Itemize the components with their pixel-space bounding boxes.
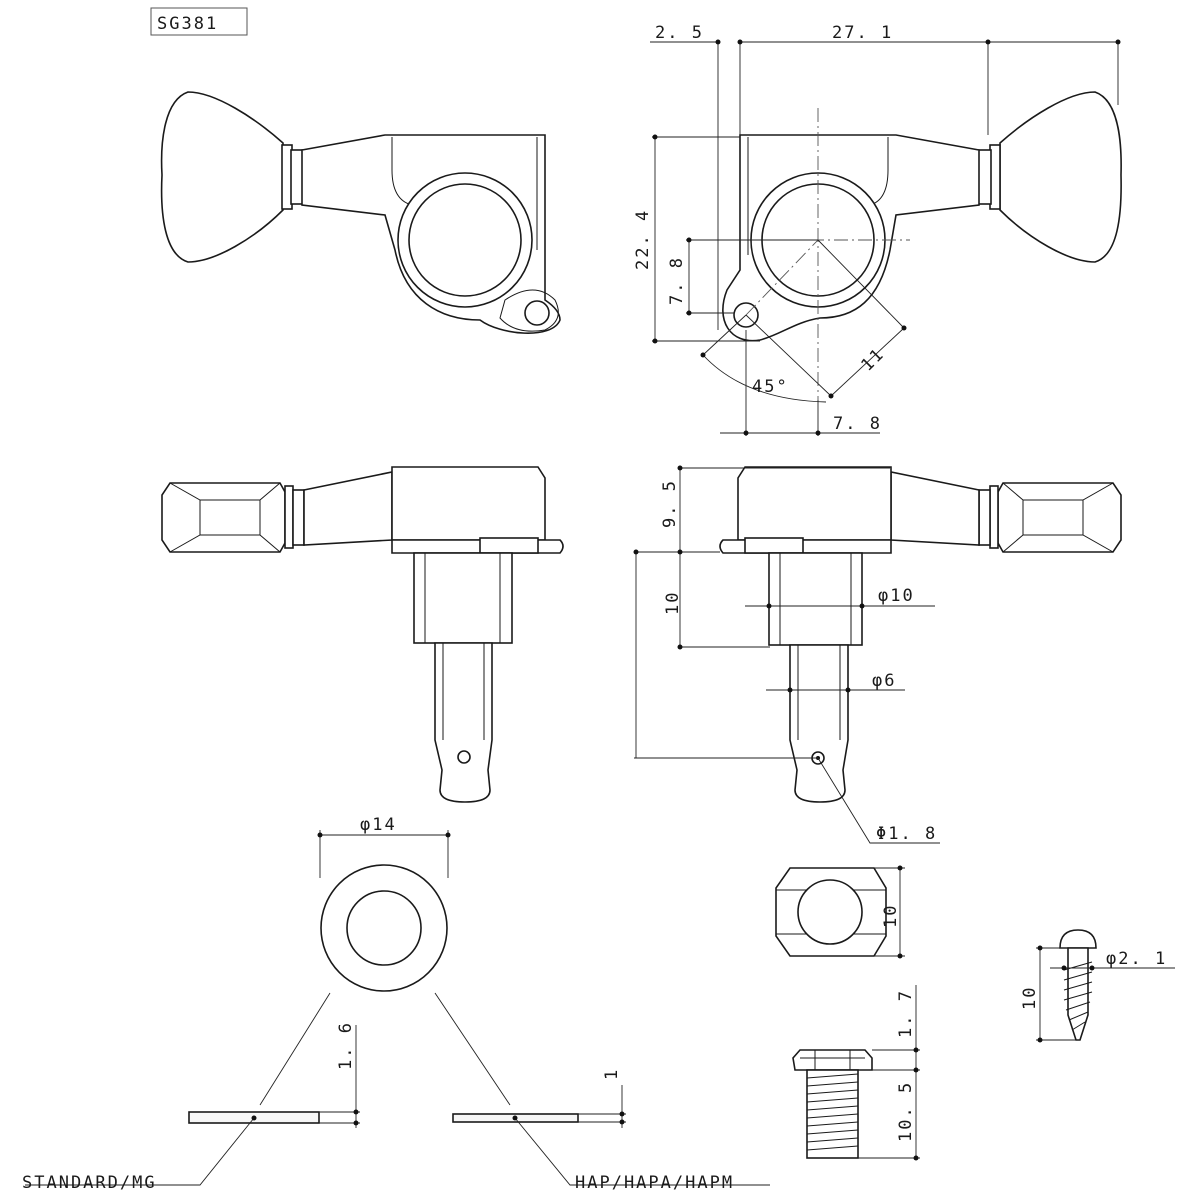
post-left [434, 642, 493, 803]
washer-standard-side: 1. 6 STANDARD/MG [22, 1021, 360, 1193]
dim-screw-length: 10 [1020, 986, 1040, 1010]
tuner-button-front-left [161, 482, 286, 553]
model-label: SG381 [157, 14, 218, 34]
dim-nut-size: 10 [881, 904, 901, 928]
nut-hole [797, 879, 863, 945]
dim-shaft-diameter: φ10 [878, 586, 915, 606]
dim-nut-top-height: 1. 7 [896, 989, 916, 1038]
tuner-front-view-left [161, 466, 564, 803]
dim-washer-diameter: φ14 [360, 815, 397, 835]
screw-body [1067, 947, 1089, 1041]
bushing-thread [806, 1069, 859, 1159]
tuner-side-view-left [160, 91, 561, 334]
dim-shaft-length: 10 [663, 591, 683, 615]
dim-height-body: 22. 4 [633, 209, 653, 270]
tuner-button-right [999, 91, 1122, 263]
hex-nut-top-view: 10 [775, 865, 905, 959]
label-washer-standard: STANDARD/MG [22, 1173, 157, 1193]
dim-hole-diameter: Φ1. 8 [876, 824, 937, 844]
dim-offset-top: 2. 5 [655, 23, 704, 43]
tuner-front-view-right: 9. 5 10 φ10 φ6 Φ1. 8 [633, 465, 1122, 844]
dim-post-height: 7. 8 [667, 256, 687, 305]
bushing-side-view: 1. 7 10. 5 [792, 985, 920, 1161]
dim-washer-standard-thickness: 1. 6 [336, 1021, 356, 1070]
dim-screw-diameter: φ2. 1 [1106, 949, 1167, 969]
dim-bushing-height: 9. 5 [660, 479, 680, 528]
washer-top-view: φ14 [259, 815, 511, 1106]
mounting-hole-left [524, 300, 550, 326]
dim-post-diameter: φ6 [872, 671, 896, 691]
dim-washer-hap-thickness: 1 [602, 1068, 622, 1080]
label-washer-hap: HAP/HAPA/HAPM [575, 1173, 734, 1193]
dim-width-top: 27. 1 [832, 23, 893, 43]
dim-nut-thread-height: 10. 5 [896, 1081, 916, 1142]
washer-inner [346, 890, 422, 966]
tuner-button-left [160, 91, 284, 263]
washer-hap-side: 1 HAP/HAPA/HAPM [452, 1068, 770, 1193]
dim-angle: 45° [752, 377, 789, 397]
dim-hole-distance: 11 [857, 344, 888, 375]
shaft-right [768, 552, 863, 646]
tuner-button-front-right [997, 482, 1122, 553]
tuner-side-view-right: 2. 5 27. 1 22. 4 7. 8 11 45° 7. 8 [633, 23, 1122, 436]
shaft-left [413, 552, 513, 644]
mounting-screw: 10 φ2. 1 [1020, 929, 1175, 1043]
dim-post-offset: 7. 8 [833, 414, 882, 434]
model-label-box: SG381 [150, 7, 248, 36]
post-right [789, 644, 849, 803]
